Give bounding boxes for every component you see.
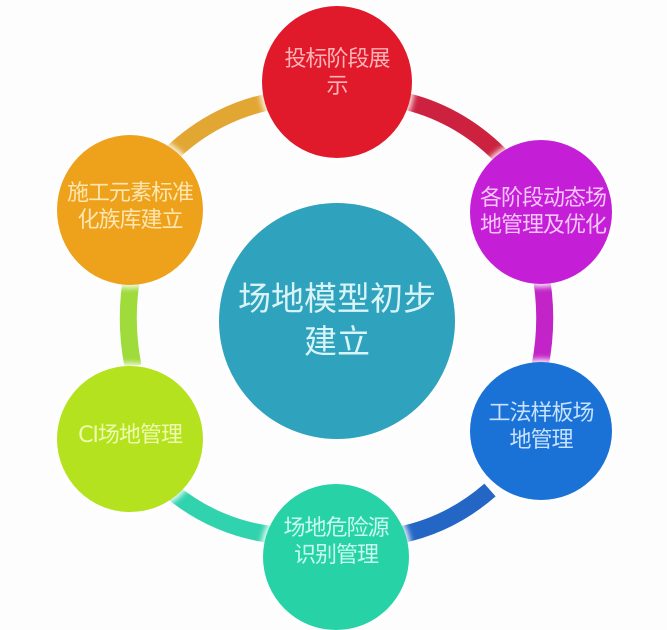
node-family-line-1: 施工元素标准 <box>66 180 194 206</box>
cycle-diagram: 场地模型初步 建立 投标阶段展 示 各阶段动态场 地管理及优化 工法样板场 地管… <box>57 6 612 630</box>
node-family-line-2: 化族库建立 <box>77 208 183 233</box>
center-node-label: 场地模型初步 建立 <box>238 278 436 364</box>
node-method-sample-site: 工法样板场 地管理 <box>470 362 612 500</box>
node-dynamic-line-2: 地管理及优化 <box>479 213 607 238</box>
node-bid-line-1: 投标阶段展 <box>284 46 390 72</box>
node-element-family-library: 施工元素标准 化族库建立 <box>57 135 203 285</box>
node-dynamic-site-management: 各阶段动态场 地管理及优化 <box>470 140 612 284</box>
node-hazard-identification: 场地危险源 识别管理 <box>263 484 409 630</box>
node-dynamic-line-1: 各阶段动态场 <box>479 185 607 211</box>
node-method-line-1: 工法样板场 <box>488 400 594 426</box>
connector-bid-dynamic <box>398 91 507 162</box>
node-bid-stage-display: 投标阶段展 示 <box>262 6 412 158</box>
center-line-1: 场地模型初步 <box>238 279 436 319</box>
connector-dynamic-method <box>531 268 554 368</box>
connector-hazard-ci <box>164 483 276 544</box>
connector-method-hazard <box>398 483 496 544</box>
node-hazard-line-1: 场地危险源 <box>283 515 389 541</box>
node-hazard-line-2: 识别管理 <box>293 543 379 568</box>
connector-family-bid <box>164 91 282 162</box>
node-ci-site-management: CI场地管理 <box>57 366 203 512</box>
node-method-line-2: 地管理 <box>509 428 573 453</box>
node-bid-line-2: 示 <box>326 74 348 99</box>
center-line-2: 建立 <box>304 322 370 361</box>
center-node: 场地模型初步 建立 <box>219 203 455 439</box>
node-ci-line-1: CI场地管理 <box>78 423 183 449</box>
